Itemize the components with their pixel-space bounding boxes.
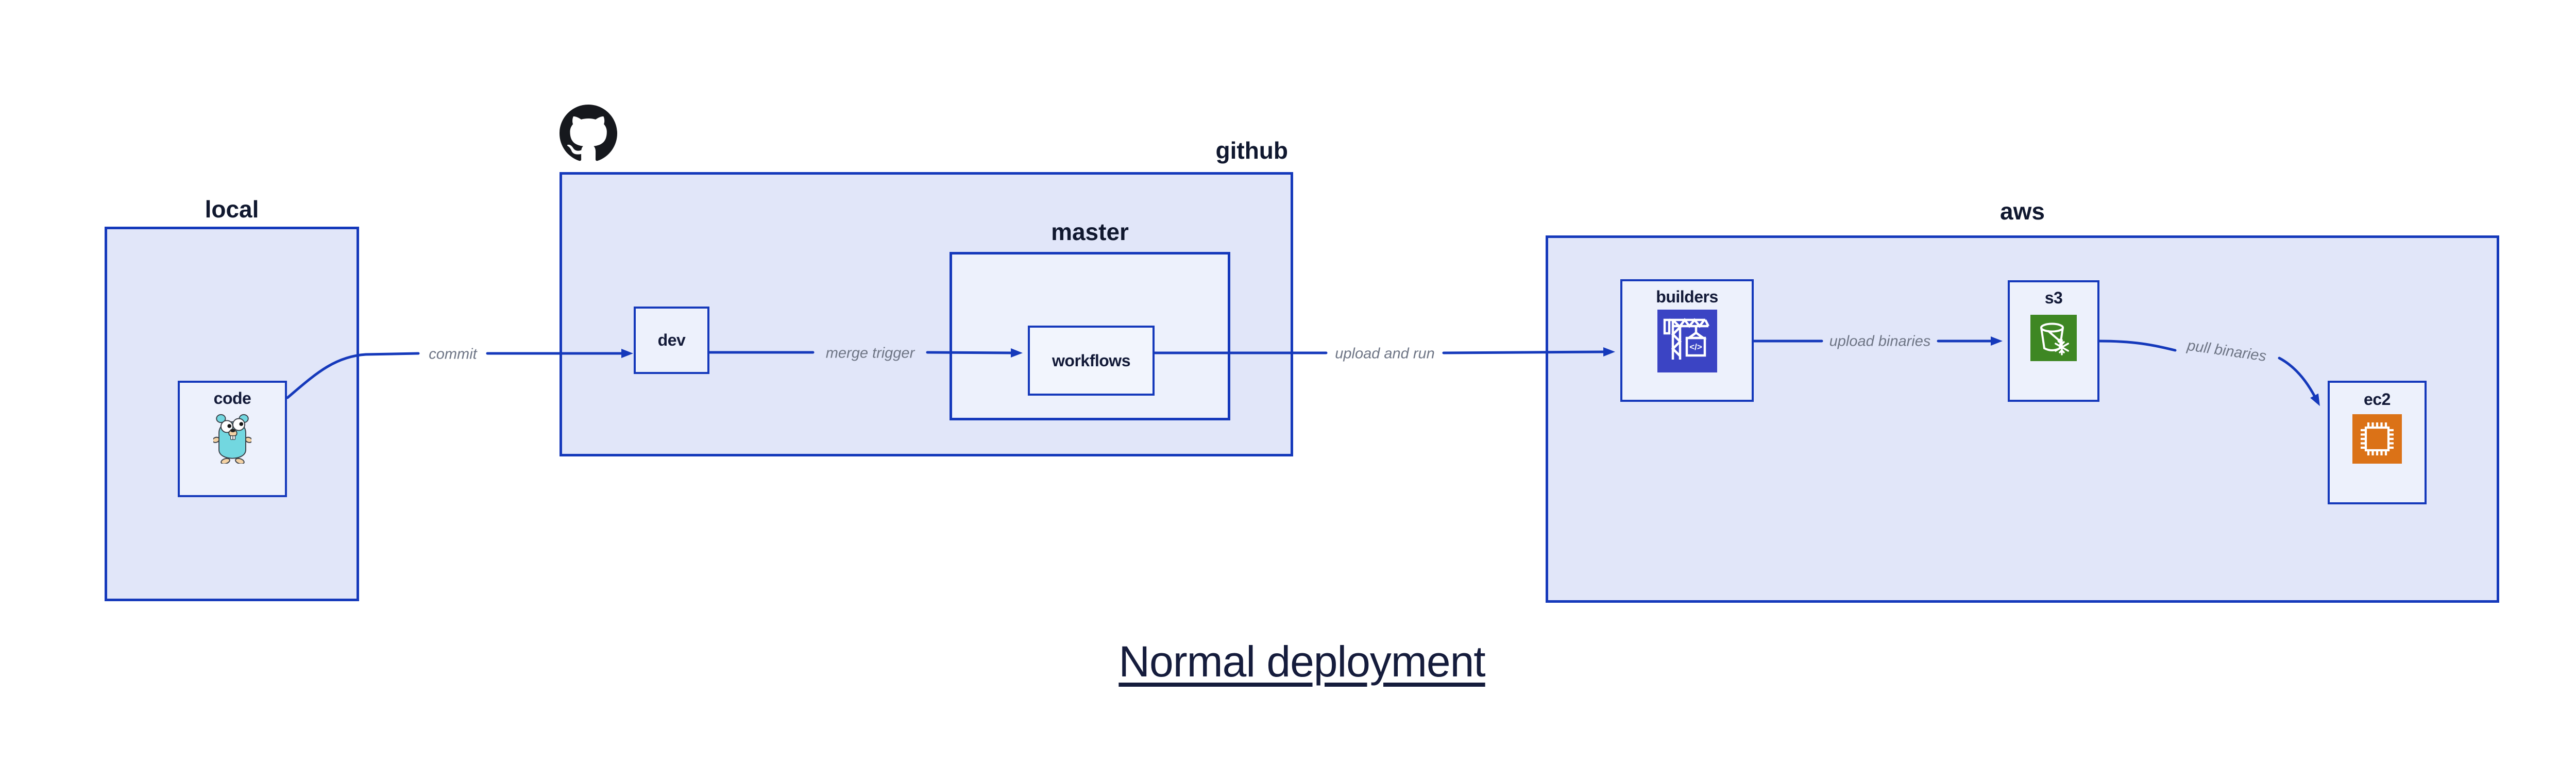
node-workflows-label: workflows xyxy=(1052,351,1130,370)
node-ec2: ec2 xyxy=(2328,381,2427,504)
diagram-title: Normal deployment xyxy=(0,637,2576,687)
cpu-chip-icon xyxy=(2352,414,2402,464)
go-gopher-icon xyxy=(213,414,251,464)
node-s3: s3 xyxy=(2008,280,2099,402)
edge-label-merge-trigger: merge trigger xyxy=(825,345,915,362)
node-s3-label: s3 xyxy=(2044,288,2063,307)
edge-label-commit: commit xyxy=(429,346,477,363)
node-code-label: code xyxy=(213,389,251,408)
master-group-label: master xyxy=(1051,218,1129,245)
node-dev-label: dev xyxy=(657,331,686,349)
node-ec2-label: ec2 xyxy=(2364,390,2391,409)
diagram-title-text: Normal deployment xyxy=(1118,637,1485,686)
node-builders-label: builders xyxy=(1656,287,1718,306)
node-workflows: workflows xyxy=(1028,326,1155,396)
svg-text:</>: </> xyxy=(1689,342,1702,352)
node-dev: dev xyxy=(634,307,709,374)
build-crane-icon: </> xyxy=(1657,310,1717,372)
github-octocat-icon xyxy=(560,105,617,161)
edge-label-upload-and-run: upload and run xyxy=(1335,345,1435,362)
node-builders: builders </> xyxy=(1620,279,1754,402)
edge-label-upload-binaries: upload binaries xyxy=(1829,333,1931,350)
local-group-label: local xyxy=(205,196,259,223)
github-group-label: github xyxy=(1215,137,1289,164)
glacier-bucket-icon xyxy=(2030,315,2077,361)
aws-group-label: aws xyxy=(2000,198,2045,225)
node-code: code xyxy=(178,381,287,497)
